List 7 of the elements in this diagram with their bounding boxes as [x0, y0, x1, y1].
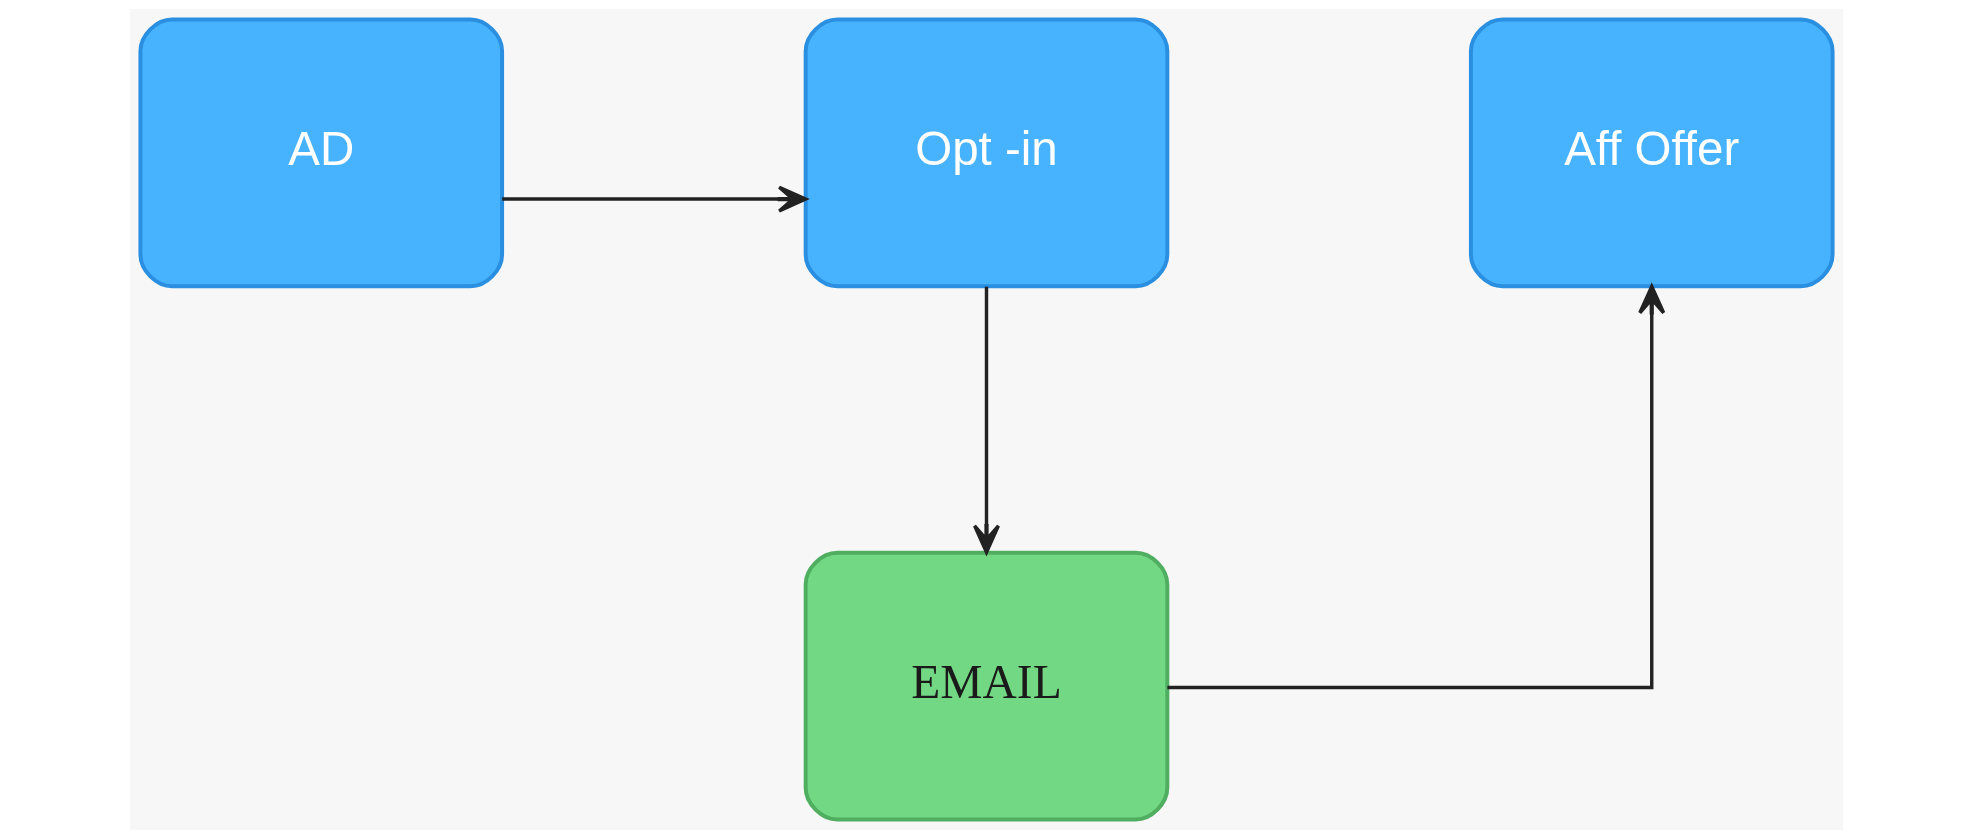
- node-box: EMAIL: [803, 550, 1169, 821]
- node-box: AD: [137, 17, 504, 288]
- arrow: [501, 184, 807, 213]
- node-box: Opt -in: [803, 17, 1169, 288]
- arrow: [1166, 284, 1665, 689]
- arrow: [972, 286, 1000, 554]
- node-box: Aff Offer: [1468, 17, 1835, 288]
